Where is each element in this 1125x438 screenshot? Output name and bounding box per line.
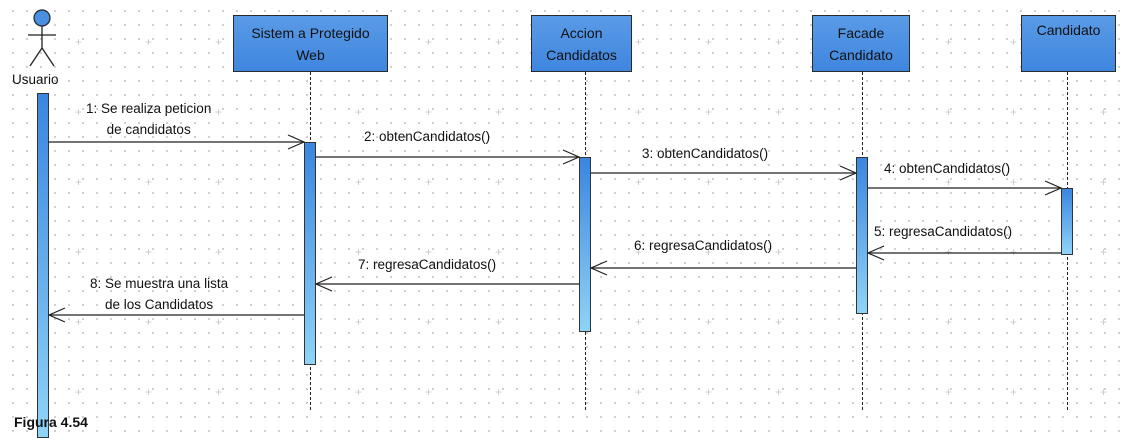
grid-plus-mark: + [775, 105, 783, 119]
grid-plus-mark: + [215, 105, 223, 119]
grid-plus-mark: + [945, 35, 953, 49]
grid-plus-mark: + [425, 315, 433, 329]
message-label-1: 1: Se realiza peticion de candidatos [86, 101, 212, 137]
grid-plus-mark: + [1100, 105, 1108, 119]
grid-plus-mark: + [75, 385, 83, 399]
grid-plus-mark: + [635, 105, 643, 119]
grid-plus-mark: + [215, 315, 223, 329]
activation-candidato [1061, 188, 1073, 255]
grid-plus-mark: + [635, 315, 643, 329]
grid-plus-mark: + [775, 245, 783, 259]
grid-plus-mark: + [75, 35, 83, 49]
grid-plus-mark: + [705, 105, 713, 119]
grid-plus-mark: + [635, 175, 643, 189]
grid-plus-mark: + [355, 245, 363, 259]
participant-facade[interactable]: Facade Candidato [812, 15, 910, 72]
grid-plus-mark: + [425, 175, 433, 189]
grid-plus-mark: + [355, 105, 363, 119]
grid-plus-mark: + [215, 35, 223, 49]
participant-sistema-label: Sistem a Protegido Web [251, 24, 370, 63]
participant-accion[interactable]: Accion Candidatos [531, 15, 632, 72]
grid-plus-mark: + [945, 105, 953, 119]
grid-plus-mark: + [75, 105, 83, 119]
actor-usuario-label: Usuario [12, 72, 59, 87]
grid-plus-mark: + [1100, 245, 1108, 259]
grid-plus-mark: + [775, 175, 783, 189]
grid-plus-mark: + [945, 245, 953, 259]
grid-plus-mark: + [425, 385, 433, 399]
grid-plus-mark: + [945, 175, 953, 189]
activation-facade [856, 157, 868, 314]
message-label-4: 4: obtenCandidatos() [884, 161, 1011, 176]
grid-plus-mark: + [355, 175, 363, 189]
grid-plus-mark: + [215, 385, 223, 399]
grid-plus-mark: + [145, 175, 153, 189]
message-label-5: 5: regresaCandidatos() [874, 224, 1013, 239]
grid-plus-mark: + [635, 35, 643, 49]
grid-plus-mark: + [145, 245, 153, 259]
activation-sistema [304, 142, 316, 365]
grid-plus-mark: + [1010, 245, 1018, 259]
grid-plus-mark: + [355, 315, 363, 329]
message-label-2: 2: obtenCandidatos() [364, 129, 491, 144]
grid-plus-mark: + [355, 385, 363, 399]
participant-accion-label: Accion Candidatos [546, 24, 617, 63]
grid-plus-mark: + [635, 245, 643, 259]
grid-plus-mark: + [1010, 385, 1018, 399]
grid-plus-mark: + [145, 105, 153, 119]
grid-plus-mark: + [145, 315, 153, 329]
grid-plus-mark: + [495, 315, 503, 329]
figure-caption: Figura 4.54 [14, 414, 88, 430]
grid-plus-mark: + [495, 35, 503, 49]
grid-plus-mark: + [425, 245, 433, 259]
grid-plus-mark: + [775, 315, 783, 329]
grid-plus-mark: + [425, 105, 433, 119]
grid-plus-mark: + [425, 35, 433, 49]
grid-plus-mark: + [75, 315, 83, 329]
grid-plus-mark: + [1010, 175, 1018, 189]
actor-usuario-icon [28, 9, 56, 67]
grid-plus-mark: + [215, 175, 223, 189]
grid-plus-mark: + [705, 385, 713, 399]
grid-plus-mark: + [945, 385, 953, 399]
grid-plus-mark: + [1100, 175, 1108, 189]
message-label-8: 8: Se muestra una lista de los Candidato… [90, 276, 229, 312]
grid-plus-mark: + [705, 245, 713, 259]
grid-plus-mark: + [1100, 315, 1108, 329]
grid-plus-mark: + [705, 315, 713, 329]
activation-accion [579, 157, 591, 332]
grid-plus-mark: + [945, 315, 953, 329]
grid-plus-mark: + [495, 175, 503, 189]
participant-candidato[interactable]: Candidato [1021, 15, 1116, 72]
grid-plus-mark: + [215, 245, 223, 259]
grid-plus-mark: + [775, 35, 783, 49]
grid-plus-mark: + [1010, 315, 1018, 329]
grid-plus-mark: + [495, 105, 503, 119]
participant-sistema[interactable]: Sistem a Protegido Web [233, 15, 388, 72]
grid-plus-mark: + [75, 245, 83, 259]
grid-plus-mark: + [1100, 385, 1108, 399]
grid-plus-mark: + [705, 175, 713, 189]
grid-plus-mark: + [495, 385, 503, 399]
grid-plus-mark: + [145, 385, 153, 399]
grid-plus-mark: + [635, 385, 643, 399]
message-label-6: 6: regresaCandidatos() [634, 238, 773, 253]
participant-facade-label: Facade Candidato [829, 24, 893, 63]
grid-plus-mark: + [75, 175, 83, 189]
grid-plus-mark: + [145, 35, 153, 49]
participant-candidato-label: Candidato [1036, 22, 1101, 38]
grid-plus-mark: + [1010, 105, 1018, 119]
grid-plus-mark: + [775, 385, 783, 399]
message-label-7: 7: regresaCandidatos() [358, 257, 497, 272]
message-label-3: 3: obtenCandidatos() [642, 146, 769, 161]
grid-plus-mark: + [1010, 35, 1018, 49]
grid-plus-mark: + [705, 35, 713, 49]
grid-plus-mark: + [495, 245, 503, 259]
